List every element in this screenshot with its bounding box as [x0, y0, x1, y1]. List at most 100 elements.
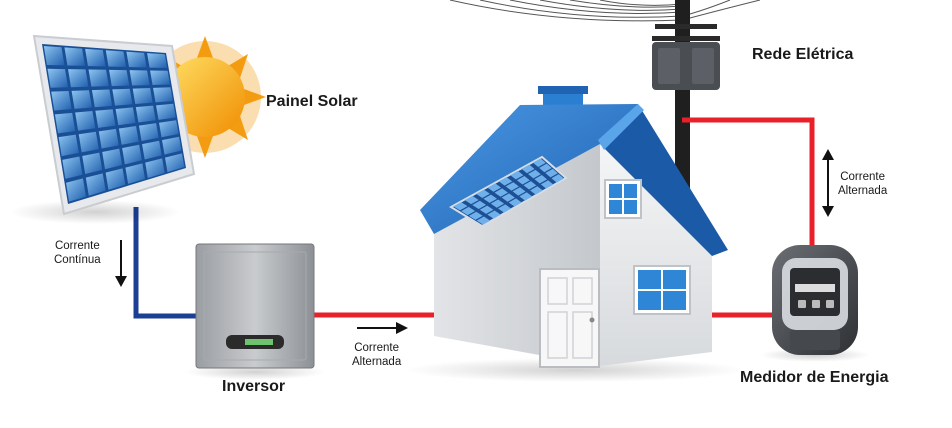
- house-icon: [405, 86, 745, 382]
- pv-cell: [532, 158, 546, 168]
- pv-cell: [75, 111, 96, 131]
- ac-house-line2: Alternada: [352, 356, 402, 368]
- pv-cell: [88, 69, 109, 87]
- pv-cell: [98, 128, 119, 149]
- pv-cell: [501, 193, 515, 202]
- solar-panel-cells: [43, 46, 185, 202]
- ac-arrow-grid-icon: [822, 149, 834, 217]
- pv-cell: [126, 51, 147, 68]
- pv-cell: [494, 188, 508, 197]
- pv-cell: [479, 205, 494, 214]
- direct-current-line1: Corrente: [54, 240, 100, 252]
- ac-arrow-house-icon: [357, 322, 408, 334]
- pv-cell: [487, 210, 501, 219]
- pv-cell: [112, 88, 133, 106]
- pv-cell: [523, 181, 537, 190]
- inverter-icon: [185, 243, 325, 380]
- pv-cell: [62, 156, 83, 179]
- pv-cell: [521, 164, 535, 174]
- pv-cell: [51, 90, 72, 111]
- pv-cell: [132, 88, 153, 105]
- pv-cell: [483, 194, 497, 203]
- pv-cell: [527, 169, 541, 179]
- pv-cell: [82, 152, 103, 175]
- solar-panel-icon: [10, 34, 196, 224]
- pv-cell: [68, 69, 89, 88]
- ac-house-label: Corrente Alternada: [352, 341, 401, 369]
- pv-cell: [138, 123, 159, 142]
- transformer-icon: [652, 42, 720, 90]
- utility-pole: [652, 0, 720, 195]
- pv-cell: [516, 176, 530, 185]
- pv-cell: [122, 144, 142, 165]
- ac-house-line1: Corrente: [354, 342, 399, 354]
- pv-cell: [78, 131, 99, 153]
- pv-cell: [95, 109, 116, 128]
- pv-cell: [461, 206, 476, 216]
- pv-cell: [165, 153, 185, 173]
- pv-cell: [508, 198, 522, 207]
- pv-cell: [153, 87, 173, 103]
- pv-cell: [54, 112, 76, 134]
- window-upper-icon: [604, 179, 642, 219]
- pv-cell: [64, 47, 85, 66]
- dc-arrow-icon: [115, 240, 127, 287]
- pv-cell: [510, 170, 524, 180]
- pv-cell: [453, 202, 468, 211]
- pv-cell: [476, 216, 491, 225]
- pv-cell: [159, 120, 179, 138]
- ac-grid-label: Corrente Alternada: [838, 170, 887, 198]
- pv-cell: [142, 140, 162, 160]
- pv-cell: [539, 163, 552, 173]
- pv-cell: [147, 53, 168, 69]
- overhead-wires: [449, 0, 761, 22]
- pv-cell: [125, 163, 145, 184]
- pv-cell: [468, 211, 483, 220]
- pv-cell: [464, 195, 479, 205]
- pv-cell: [519, 192, 533, 201]
- pv-cell: [109, 69, 130, 87]
- pv-cell: [85, 48, 106, 67]
- pv-cell: [71, 90, 92, 109]
- pv-cell: [490, 199, 505, 208]
- pv-cell: [118, 126, 139, 145]
- direct-current-label: Corrente Contínua: [54, 239, 101, 267]
- pv-cell: [150, 70, 171, 85]
- pv-cell: [512, 187, 526, 196]
- pv-cell: [129, 70, 150, 86]
- pv-cell: [58, 134, 79, 157]
- pv-cell: [91, 89, 113, 108]
- solar-panel-label: Painel Solar: [266, 93, 358, 110]
- pv-cell: [505, 182, 519, 191]
- pv-cell: [540, 180, 554, 189]
- pv-cell: [156, 103, 176, 120]
- pv-cell: [115, 107, 136, 126]
- energy-meter-icon: [760, 245, 870, 362]
- pv-cell: [47, 68, 69, 88]
- inverter-label: Inversor: [222, 378, 286, 395]
- pv-cell: [162, 136, 182, 155]
- pv-cell: [66, 178, 86, 202]
- pv-cell: [85, 173, 106, 196]
- pv-cell: [472, 200, 487, 210]
- pv-cell: [105, 50, 127, 67]
- energy-meter-label: Medidor de Energia: [740, 369, 889, 386]
- pv-cell: [551, 174, 564, 183]
- pv-cell: [145, 158, 165, 179]
- pv-cell: [497, 204, 512, 213]
- pv-cell: [498, 177, 513, 186]
- pv-cell: [135, 105, 156, 123]
- pv-cell: [530, 186, 543, 195]
- pv-cell: [476, 189, 490, 198]
- dc-wire: [133, 207, 197, 319]
- door-icon: [539, 268, 600, 368]
- window-lower-icon: [633, 265, 691, 315]
- power-grid-label: Rede Elétrica: [752, 46, 854, 63]
- direct-current-line2: Contínua: [54, 254, 101, 266]
- pv-cell: [545, 168, 558, 178]
- pv-cell: [43, 46, 65, 66]
- pv-cell: [487, 183, 502, 192]
- pv-cell: [105, 168, 126, 190]
